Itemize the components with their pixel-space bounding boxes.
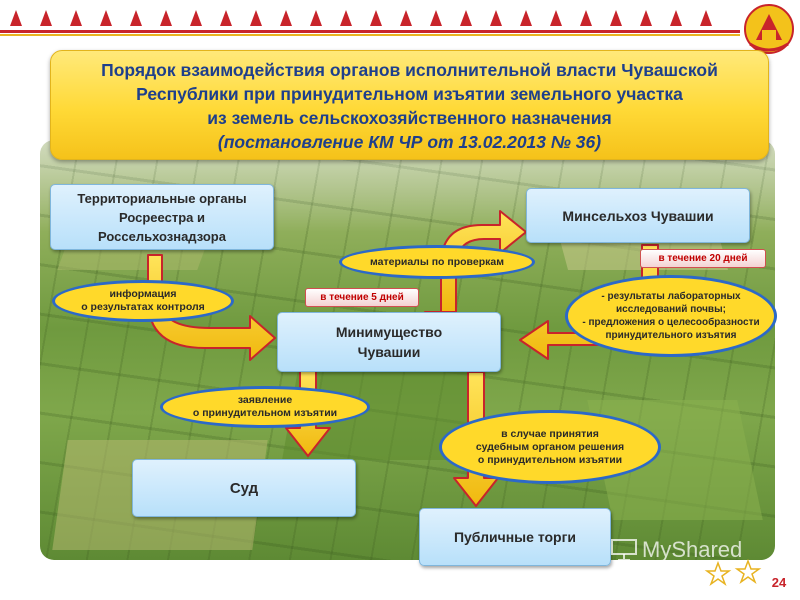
node-sud: Суд [132, 459, 356, 517]
node-sud-label: Суд [229, 479, 259, 497]
oval-rezultaty-line-1: - результаты лабораторных [601, 291, 741, 302]
oval-zayavlenie-line-1: заявление [237, 394, 293, 406]
oval-informatsiya-line-2: о результатах контроля [81, 301, 205, 313]
oval-reshenie-line-3: о принудительном изъятии [477, 453, 623, 466]
slide-title: Порядок взаимодействия органов исполните… [50, 50, 769, 160]
title-line-2: Республики при принудительном изъятии зе… [136, 84, 683, 104]
oval-reshenie-line-1: в случае принятия [501, 427, 599, 440]
header-band [0, 0, 800, 58]
chuvashia-emblem-icon [744, 4, 794, 54]
oval-informatsiya: информация о результатах контроля [52, 280, 234, 322]
oval-rezultaty-line-3: - предложения о целесообразности [582, 317, 760, 328]
watermark: MyShared [610, 535, 742, 565]
oval-materialy-label: материалы по проверкам [370, 255, 504, 268]
oval-materialy: материалы по проверкам [339, 245, 535, 279]
node-territorial-line-2: Росреестра и [119, 209, 205, 225]
tag-five-days-label: в течение 5 дней [320, 292, 404, 303]
national-ornament [10, 10, 712, 26]
oval-rezultaty-line-2: исследований почвы; [616, 304, 726, 315]
tag-five-days: в течение 5 дней [305, 288, 419, 307]
node-public-auction: Публичные торги [419, 508, 611, 566]
node-minimushchestvo-line-1: Минимущество [335, 324, 443, 340]
tag-twenty-days: в течение 20 дней [640, 249, 766, 268]
title-line-1: Порядок взаимодействия органов исполните… [101, 60, 718, 80]
node-minimushchestvo: Минимущество Чувашии [277, 312, 501, 372]
oval-rezultaty: - результаты лабораторных исследований п… [565, 275, 777, 357]
header-yellow-line [0, 34, 740, 36]
node-territorial-line-1: Территориальные органы [77, 190, 247, 206]
page-number: 24 [766, 573, 792, 593]
node-torgi-label: Публичные торги [453, 529, 577, 545]
title-line-4: (постановление КМ ЧР от 13.02.2013 № 36) [217, 132, 602, 152]
oval-zayavlenie-line-2: о принудительном изъятии [192, 407, 338, 419]
node-minselkhoz-label: Минсельхоз Чувашии [562, 207, 714, 224]
oval-reshenie-line-2: судебным органом решения [475, 440, 625, 453]
tag-twenty-days-label: в течение 20 дней [658, 253, 748, 264]
watermark-text: MyShared [642, 537, 743, 562]
oval-rezultaty-line-4: принудительного изъятия [605, 330, 737, 341]
oval-zayavlenie: заявление о принудительном изъятии [160, 386, 370, 428]
oval-informatsiya-line-1: информация [109, 288, 177, 300]
node-minselkhoz: Минсельхоз Чувашии [526, 188, 750, 243]
star-ornament-icon [704, 558, 762, 587]
node-minimushchestvo-line-2: Чувашии [357, 344, 421, 360]
presentation-icon [611, 539, 637, 561]
title-line-3: из земель сельскохозяйственного назначен… [207, 108, 612, 128]
header-red-line [0, 30, 740, 33]
node-territorial-line-3: Россельхознадзора [98, 228, 226, 244]
node-territorial-organs: Территориальные органы Росреестра и Росс… [50, 184, 274, 250]
oval-reshenie: в случае принятия судебным органом решен… [439, 410, 661, 484]
